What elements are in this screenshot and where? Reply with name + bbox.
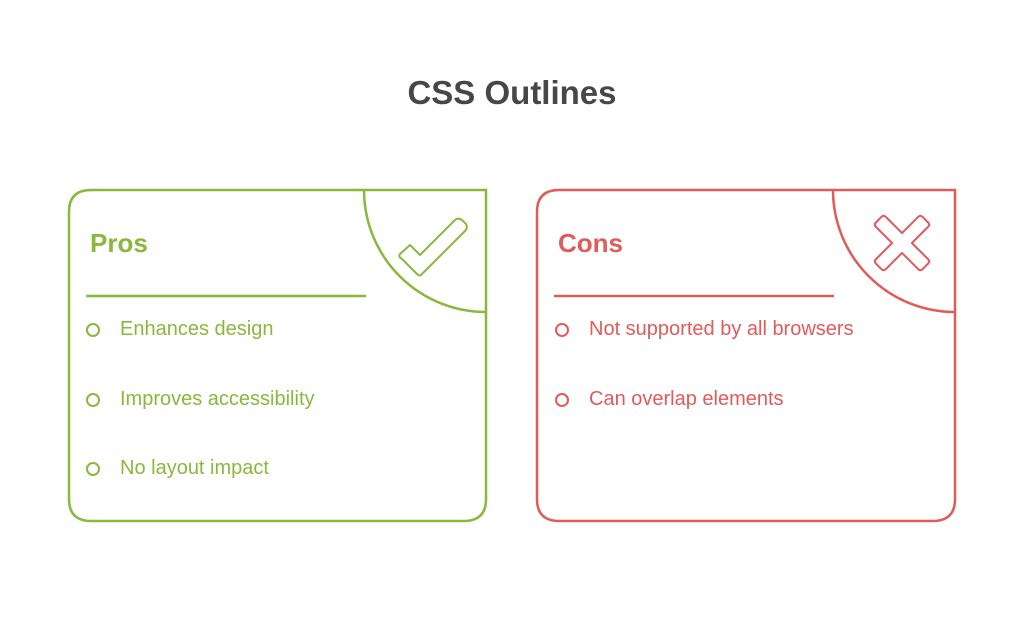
cons-corner-arc [831,189,956,314]
pros-item: Improves accessibility [86,388,315,411]
circle-bullet-icon [86,461,100,476]
diagram-title: CSS Outlines [407,74,617,111]
pros-item-label: Enhances design [120,318,274,340]
circle-bullet-icon [86,392,100,407]
cons-item: Can overlap elements [555,388,784,411]
cons-card [535,188,957,523]
cons-item: Not supported by all browsers [555,318,854,341]
pros-item: No layout impact [86,457,269,480]
pros-item: Enhances design [86,318,273,341]
cons-item-label: Can overlap elements [589,388,784,410]
pros-item-label: Improves accessibility [120,388,315,410]
circle-bullet-icon [555,392,569,407]
cons-item-label: Not supported by all browsers [589,318,854,340]
pros-corner-arc [362,189,487,314]
pros-heading: Pros [90,228,148,258]
pros-card [67,188,488,523]
check-icon [398,217,468,277]
cons-heading: Cons [558,228,623,258]
circle-bullet-icon [86,322,100,337]
x-icon [873,214,931,272]
pros-item-label: No layout impact [120,457,269,479]
circle-bullet-icon [555,322,569,337]
